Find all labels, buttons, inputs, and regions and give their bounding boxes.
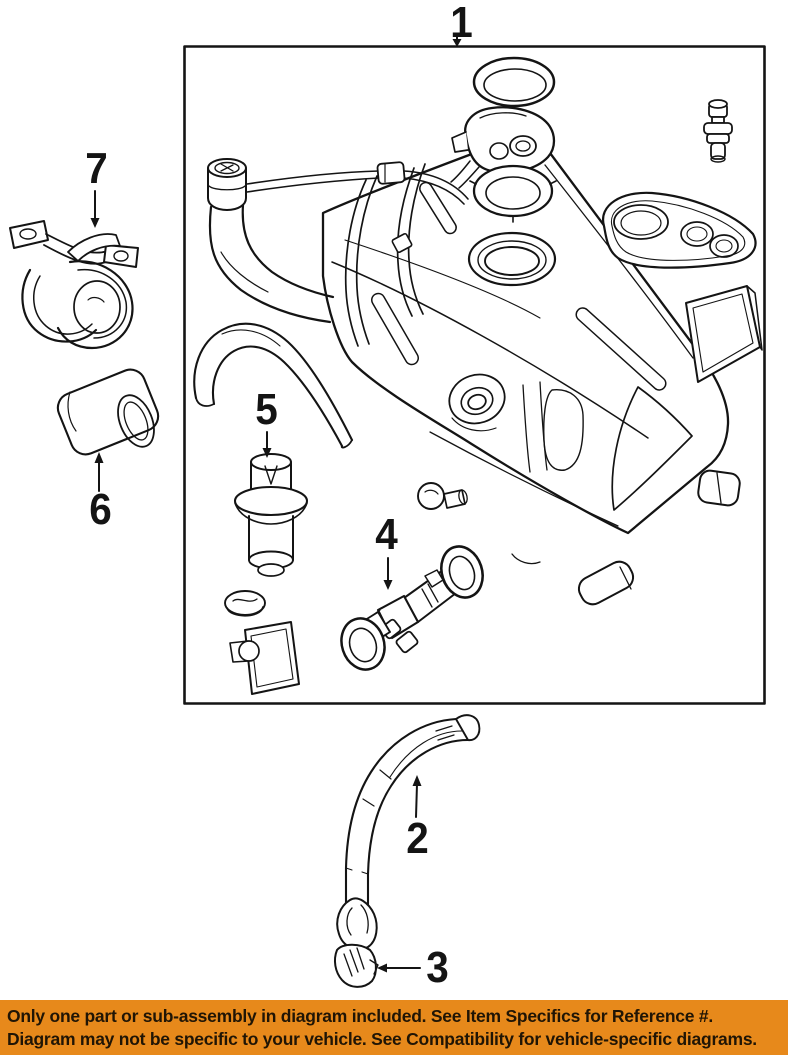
fuel-pump (233, 453, 309, 577)
seal-ring (472, 56, 556, 108)
filler-hose (193, 322, 354, 449)
fuel-tank-boss (448, 373, 506, 432)
callout-label-6: 6 (89, 485, 112, 534)
mounting-plate (229, 621, 300, 695)
heat-shield-panel (685, 285, 763, 383)
strap-bracket (333, 943, 379, 988)
tank-clamp (9, 220, 139, 350)
filler-sleeve (56, 368, 160, 456)
sender-opening-ring (467, 231, 557, 287)
tank-strap (344, 714, 481, 938)
filler-neck (207, 158, 335, 324)
fuel-pump-flange (450, 106, 556, 189)
callout-arrow-2 (412, 775, 422, 818)
callout-label-1: 1 (450, 0, 473, 47)
callout-label-2: 2 (406, 814, 429, 863)
lock-ring (469, 164, 557, 223)
filler-cap-fitting (207, 158, 247, 211)
insulator-cylinder (577, 560, 635, 606)
fuel-tank-body (321, 143, 730, 565)
pump-cap (224, 590, 266, 617)
strap-hook (336, 897, 378, 951)
vent-pipe (246, 161, 469, 205)
gasket-plate (601, 191, 757, 269)
disclaimer-line-2: Diagram may not be specific to your vehi… (7, 1029, 757, 1049)
callout-label-7: 7 (85, 144, 108, 193)
callout-label-3: 3 (426, 943, 449, 992)
disclaimer-banner: Only one part or sub-assembly in diagram… (0, 1000, 788, 1055)
washer-and-bolt (417, 482, 468, 510)
callout-arrow-5 (262, 431, 272, 458)
mount-bushing (697, 469, 741, 507)
diagram-border-box (183, 45, 766, 705)
callout-label-5: 5 (255, 385, 278, 434)
tank-strap-bands (344, 163, 426, 347)
callout-arrow-7 (90, 190, 100, 228)
callout-arrow-6 (94, 452, 104, 492)
disclaimer-line-1: Only one part or sub-assembly in diagram… (7, 1006, 713, 1026)
sender-valve-assembly (340, 545, 484, 671)
callout-arrow-1 (452, 35, 462, 47)
callout-arrows (90, 35, 462, 973)
callout-arrow-3 (377, 963, 421, 973)
rollover-valve (703, 99, 733, 163)
callout-label-4: 4 (375, 510, 398, 559)
callout-arrow-4 (383, 557, 393, 590)
